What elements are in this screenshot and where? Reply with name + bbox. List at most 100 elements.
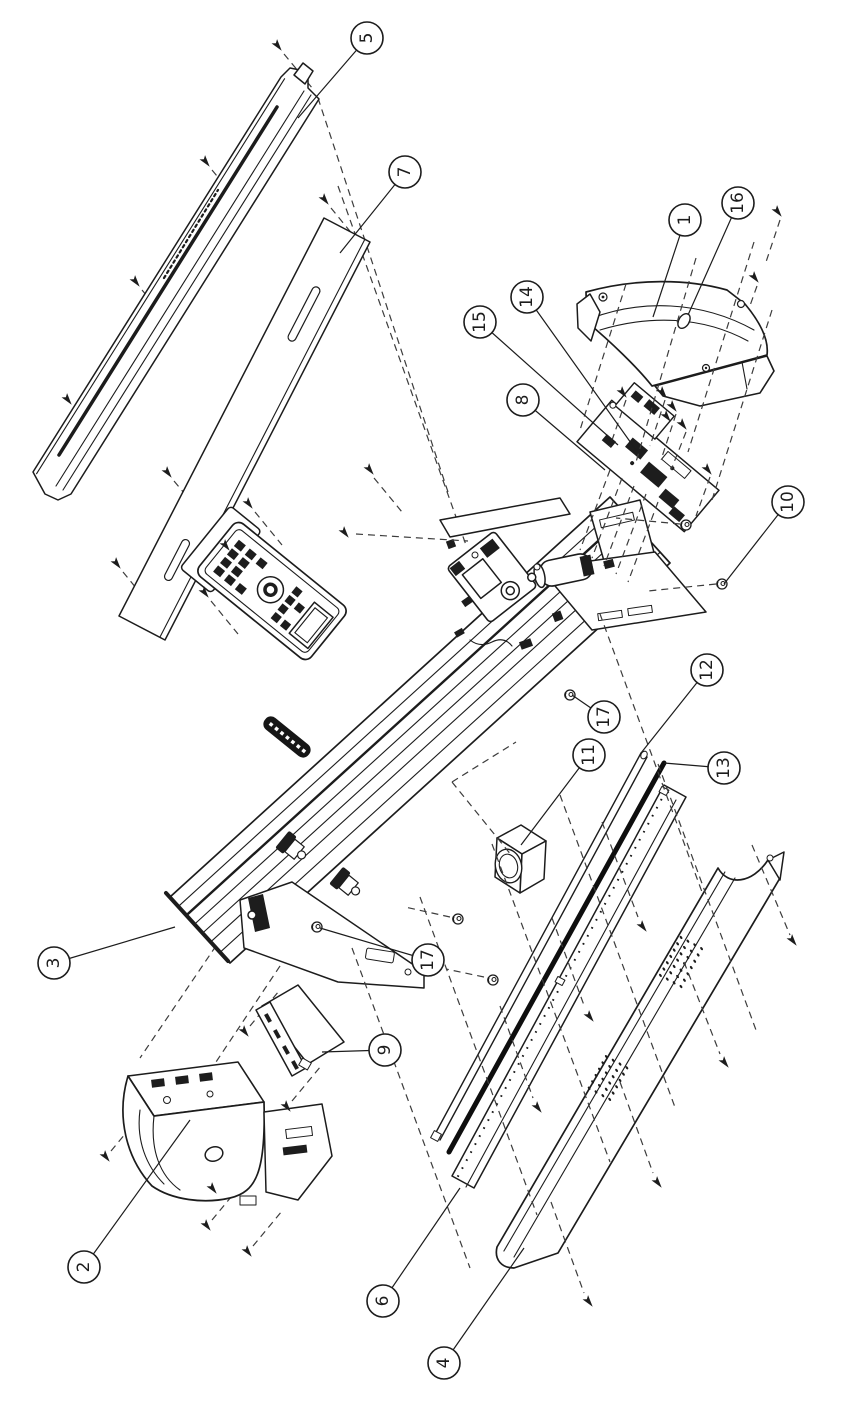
callout-leader-line (443, 1247, 525, 1364)
dashed-guide-line (210, 600, 239, 635)
callout-leader-line (382, 1187, 461, 1302)
callout-leader-line (520, 754, 590, 846)
vent-hole (669, 954, 673, 959)
screw (129, 275, 140, 287)
vent-hole (669, 971, 673, 975)
callout-circle (771, 485, 805, 519)
vent-hole (683, 978, 686, 982)
callout-11: 11 (520, 738, 606, 846)
screw (748, 271, 759, 283)
fasteners (61, 39, 797, 1307)
vent-hole (608, 1081, 612, 1085)
callout-number: 13 (714, 757, 734, 779)
callout-number: 6 (373, 1296, 393, 1307)
screw (161, 466, 172, 478)
vent-hole (615, 1085, 618, 1089)
callout-number: 9 (375, 1045, 395, 1056)
dashed-guide-line (609, 399, 627, 447)
dashed-guide-line (551, 917, 586, 1009)
screw (199, 155, 210, 167)
machine-parts (32, 62, 785, 1269)
callout-number: 1 (675, 215, 695, 226)
screw (318, 193, 329, 205)
vent-hole (679, 984, 683, 989)
callout-6: 6 (366, 1187, 461, 1318)
screw (656, 386, 667, 398)
beam-end-bracket (239, 881, 425, 989)
callout-17: 17 (319, 927, 445, 977)
callout-leader-line (53, 926, 176, 964)
callout-leader-line (319, 927, 429, 961)
callout-circle (67, 1250, 101, 1284)
callout-leader-line (479, 321, 619, 446)
vent-hole (689, 949, 693, 953)
callout-circle (721, 186, 755, 220)
callout-circle (587, 700, 621, 734)
callout-leader-line (526, 296, 637, 451)
screw (582, 1295, 593, 1307)
dashed-guide-line (649, 399, 666, 447)
vent-hole (679, 935, 683, 940)
pinch-roller-1 (276, 831, 307, 860)
callout-circle (668, 203, 702, 237)
callout-number: 17 (418, 949, 438, 971)
vent-hole (659, 973, 662, 977)
vent-hole (615, 1068, 618, 1072)
screw (583, 1010, 594, 1022)
grommet (452, 913, 464, 925)
dashed-guide-line (445, 968, 485, 978)
screw (771, 205, 782, 217)
dashed-guide-line (711, 309, 773, 501)
screw (666, 400, 677, 412)
dashed-guide-line (373, 477, 403, 513)
vent-hole (601, 1077, 605, 1081)
vent-hole (604, 1087, 608, 1091)
callout-circle (37, 946, 71, 980)
dashed-guide-line (687, 241, 755, 453)
dashed-guide-line (451, 741, 517, 783)
dashed-guide-line (591, 477, 623, 559)
tool-carriage (447, 531, 537, 623)
callout-circle (463, 305, 497, 339)
callout-circle (510, 280, 544, 314)
callout-number: 17 (594, 706, 614, 728)
vent-hole (618, 1062, 622, 1066)
vent-hole (611, 1058, 615, 1062)
vent-hole (693, 943, 697, 947)
vent-hole (601, 1061, 605, 1065)
screw (616, 386, 627, 398)
callout-number: 12 (697, 659, 717, 681)
grommet (716, 578, 728, 590)
vent-hole (672, 948, 676, 952)
part-11-fan (494, 824, 547, 894)
callout-circle (427, 1346, 461, 1380)
callout-8: 8 (506, 383, 606, 471)
vent-hole (625, 1066, 629, 1070)
dashed-guide-line (695, 476, 711, 517)
part-4-front-cover (495, 851, 785, 1269)
callout-number: 15 (470, 311, 490, 333)
vent-hole (700, 947, 703, 951)
dashed-guide-line (670, 431, 687, 471)
callout-circle (572, 738, 606, 772)
dashed-guide-line (351, 947, 471, 1269)
vent-hole (594, 1090, 598, 1094)
brand-badge (263, 716, 311, 758)
callout-circle (350, 21, 384, 55)
screw (219, 539, 230, 551)
vent-hole (679, 968, 683, 972)
dashed-guide-line (599, 613, 703, 893)
callout-17: 17 (571, 694, 621, 734)
dashed-guide-line (579, 469, 611, 551)
vent-hole (591, 1080, 594, 1084)
part-2-side-cover (122, 1061, 333, 1206)
dashed-guide-line (615, 517, 681, 525)
dashed-guide-line (627, 501, 659, 583)
callout-number: 3 (44, 958, 64, 969)
dashed-guide-line (355, 533, 469, 542)
dashed-guide-line (550, 1201, 585, 1294)
vent-hole (622, 1072, 625, 1076)
